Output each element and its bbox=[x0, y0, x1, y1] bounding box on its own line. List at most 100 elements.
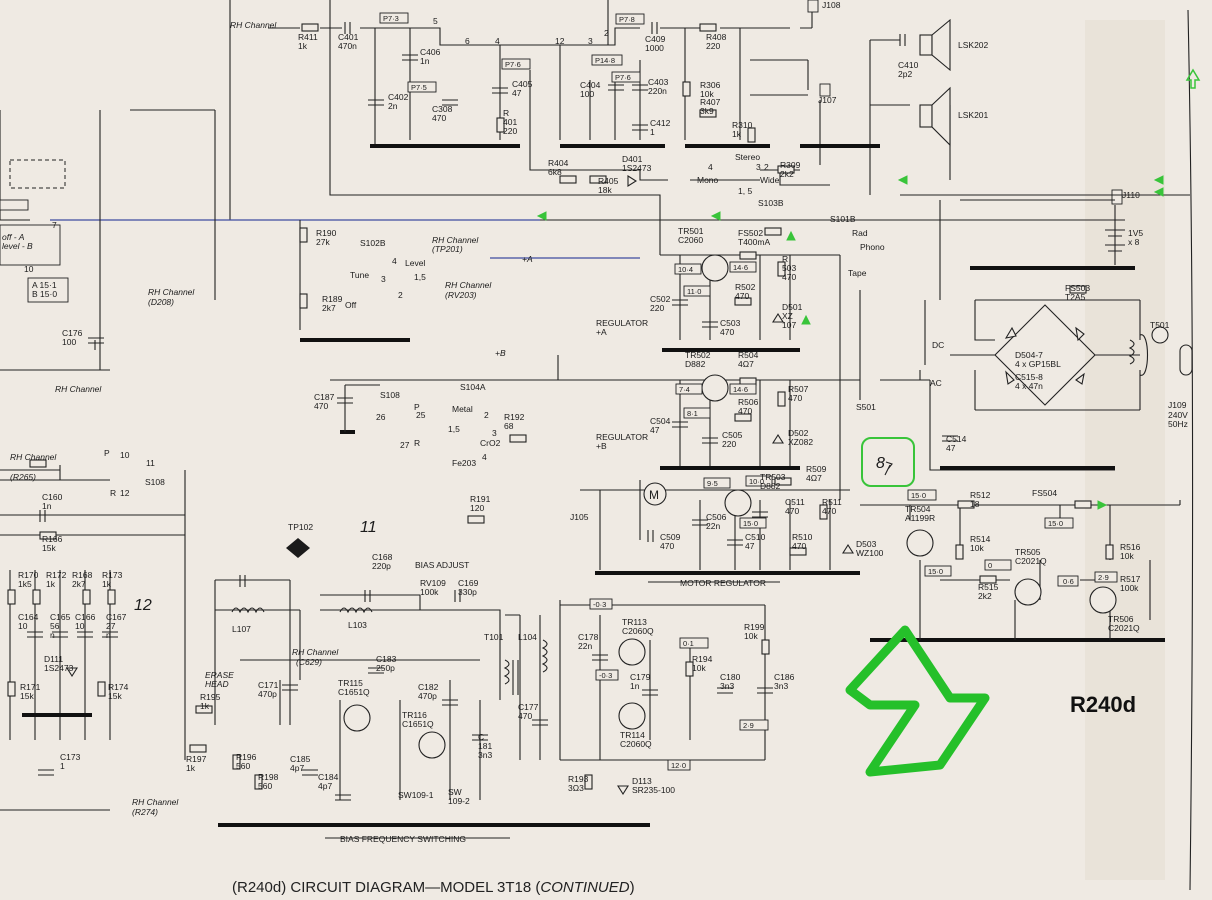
label-r512: R512 bbox=[970, 490, 991, 500]
label-d111: D111 bbox=[44, 654, 63, 664]
label-c511: 470 bbox=[785, 506, 799, 516]
diode-symbols bbox=[66, 175, 1085, 796]
label-c404: 100 bbox=[580, 89, 594, 99]
label-tr113: TR113 bbox=[622, 617, 647, 627]
tag-label: 0·6 bbox=[1063, 577, 1074, 586]
label-tr506: TR506 bbox=[1108, 614, 1134, 624]
label-sw-4: 4 bbox=[708, 162, 713, 172]
label-tr113: C2060Q bbox=[622, 626, 654, 636]
label-s104-4: 4 bbox=[482, 452, 487, 462]
tag-label: P7·8 bbox=[619, 15, 635, 24]
label-plus-b: +B bbox=[495, 348, 506, 358]
label-d401: D401 bbox=[622, 154, 643, 164]
label-m12: 12 bbox=[134, 597, 152, 614]
label-r504: R504 bbox=[738, 350, 759, 360]
label-c515: C515-8 bbox=[1015, 372, 1043, 382]
label-c410: 2p2 bbox=[898, 69, 912, 79]
label-c308: 470 bbox=[432, 113, 446, 123]
label-c186: 3n3 bbox=[774, 681, 788, 691]
label-bias-frequency-switching: BIAS FREQUENCY SWITCHING bbox=[340, 834, 466, 844]
label-r511: R511 bbox=[822, 497, 842, 507]
label-r189: R189 bbox=[322, 294, 343, 304]
label-c165: n bbox=[50, 630, 55, 640]
label-r274: (R274) bbox=[132, 807, 158, 817]
label-s108-p: P bbox=[414, 402, 420, 412]
label-r198: R198 bbox=[258, 772, 279, 782]
label-n10: 10 bbox=[24, 264, 34, 274]
label-c184: C184 bbox=[318, 772, 339, 782]
label-s102-4: 4 bbox=[392, 256, 397, 266]
label-level: Level bbox=[405, 258, 425, 268]
label-j109-rating: 240V bbox=[1168, 410, 1188, 420]
label-s501: S501 bbox=[856, 402, 876, 412]
label-pR: R bbox=[110, 488, 116, 498]
label-r511: 470 bbox=[822, 506, 836, 516]
label-c514: 47 bbox=[946, 443, 956, 453]
tag-label: 0 bbox=[988, 561, 992, 570]
label-n5: 5 bbox=[433, 16, 438, 26]
label-c405: 47 bbox=[512, 88, 522, 98]
label-lsk201: LSK201 bbox=[958, 110, 989, 120]
label-fs504: FS504 bbox=[1032, 488, 1057, 498]
bridge-rectifier bbox=[950, 299, 1193, 411]
label-rh-channel: RH Channel bbox=[10, 452, 57, 462]
tag-label: P7·5 bbox=[411, 83, 427, 92]
label-c308: C308 bbox=[432, 104, 453, 114]
label-tape: Tape bbox=[848, 268, 867, 278]
label-c403: C403 bbox=[648, 77, 669, 87]
callout-number: 8 bbox=[876, 455, 885, 472]
label-s108: S108 bbox=[380, 390, 400, 400]
tag-label: 11·0 bbox=[687, 287, 701, 296]
tag-label: 10·4 bbox=[678, 265, 693, 274]
label-sw-stereo-3: 3 bbox=[756, 162, 761, 172]
label-c506: C506 bbox=[706, 512, 727, 522]
label-r512: 18 bbox=[970, 499, 980, 509]
label-wide: Wide bbox=[760, 175, 780, 185]
label-l104: L104 bbox=[518, 632, 537, 642]
label-c505: C505 bbox=[722, 430, 743, 440]
label-sw-2: 2 bbox=[764, 162, 769, 172]
speaker-lsk202 bbox=[919, 18, 951, 72]
label-r174: 15k bbox=[108, 691, 122, 701]
motor-regulator-section: M bbox=[580, 480, 860, 583]
label-j109: J109 bbox=[1168, 400, 1187, 410]
label-r170: R170 bbox=[18, 570, 39, 580]
big-green-pointer-arrow[interactable] bbox=[845, 625, 990, 777]
label-c406: 1n bbox=[420, 56, 430, 66]
inductor-symbols bbox=[231, 339, 1135, 695]
label-c401: 470n bbox=[338, 41, 357, 51]
label-s103b: S103B bbox=[758, 198, 784, 208]
label-tr506: C2021Q bbox=[1108, 623, 1140, 633]
label-regulator-a: +A bbox=[596, 327, 607, 337]
label-tr114: TR114 bbox=[620, 730, 645, 740]
label-c179: C179 bbox=[630, 672, 651, 682]
label-c169: C169 bbox=[458, 578, 479, 588]
label-c403: 220n bbox=[648, 86, 667, 96]
label-s104-2: 2 bbox=[484, 410, 489, 420]
label-r516: R516 bbox=[1120, 542, 1141, 552]
label-c181: 181 bbox=[478, 741, 492, 751]
label-rh-channel: RH Channel bbox=[445, 280, 492, 290]
label-s104-3: 3 bbox=[492, 428, 497, 438]
callout-highlight-box[interactable] bbox=[861, 437, 915, 487]
label-c183: 250p bbox=[376, 663, 395, 673]
label-cro2: CrO2 bbox=[480, 438, 501, 448]
label-j109-rating: 50Hz bbox=[1168, 419, 1188, 429]
tag-label: 15·0 bbox=[1048, 519, 1063, 528]
label-plus-a: +A bbox=[522, 254, 533, 264]
label-c177: 470 bbox=[518, 711, 532, 721]
label-s101b: S101B bbox=[830, 214, 856, 224]
tag-label: 2·9 bbox=[743, 721, 754, 730]
label-rh-channel: RH Channel bbox=[292, 647, 339, 657]
label-j105: J105 bbox=[570, 512, 589, 522]
label-tr116: TR116 bbox=[402, 710, 427, 720]
label-d503: D503 bbox=[856, 539, 877, 549]
tag-label: -0·3 bbox=[599, 671, 612, 680]
callout-arrow bbox=[884, 461, 893, 476]
label-c510: C510 bbox=[745, 532, 766, 542]
label-c412: C412 bbox=[650, 118, 671, 128]
label-c504: 47 bbox=[650, 425, 660, 435]
label-c160: 1n bbox=[42, 501, 52, 511]
label-r196: 560 bbox=[236, 761, 250, 771]
